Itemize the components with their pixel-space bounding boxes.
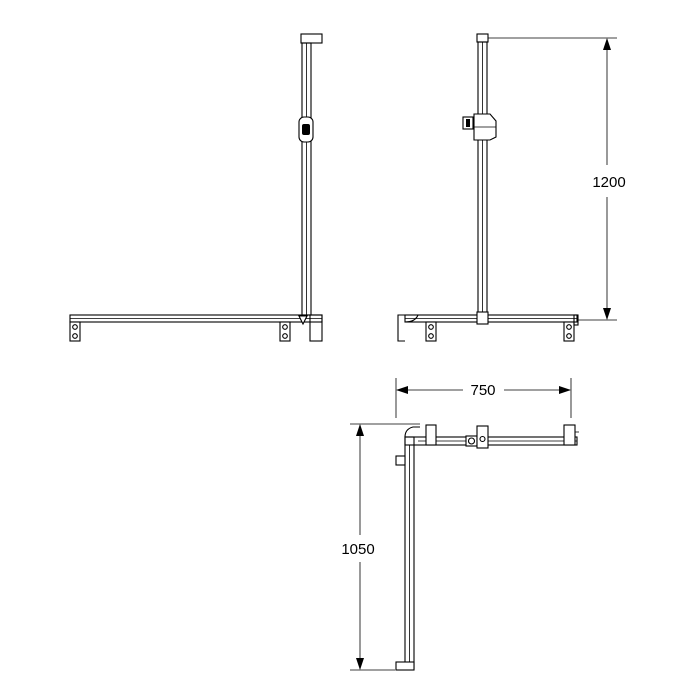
front-view-right (397, 33, 579, 342)
dimension-height: 1200 (488, 37, 626, 321)
width-dimension-label: 750 (470, 382, 495, 399)
side-view-left (69, 33, 323, 342)
wall-bracket-right (309, 314, 323, 342)
plan-bracket-right (563, 424, 576, 446)
plan-corner-bend (404, 426, 420, 438)
wall-bracket-right (563, 321, 575, 342)
rail-junction (476, 311, 489, 325)
dimension-depth: 1050 (341, 423, 420, 671)
plan-bracket-left (425, 424, 437, 446)
dimension-width: 750 (395, 378, 572, 418)
rail-joint (298, 315, 308, 326)
plan-wall-plate-top (395, 455, 406, 466)
wall-bracket-middle (425, 321, 437, 342)
wall-bracket-left (69, 321, 81, 342)
plan-view (395, 424, 579, 671)
wall-bracket-middle (279, 321, 291, 342)
plan-wall-plate-bottom (395, 661, 415, 671)
rail-top-cap (300, 33, 323, 44)
rail-top-cap (476, 33, 489, 43)
height-dimension-label: 1200 (592, 174, 625, 191)
depth-dimension-label: 1050 (341, 541, 374, 558)
wall-bracket-left (397, 314, 405, 342)
